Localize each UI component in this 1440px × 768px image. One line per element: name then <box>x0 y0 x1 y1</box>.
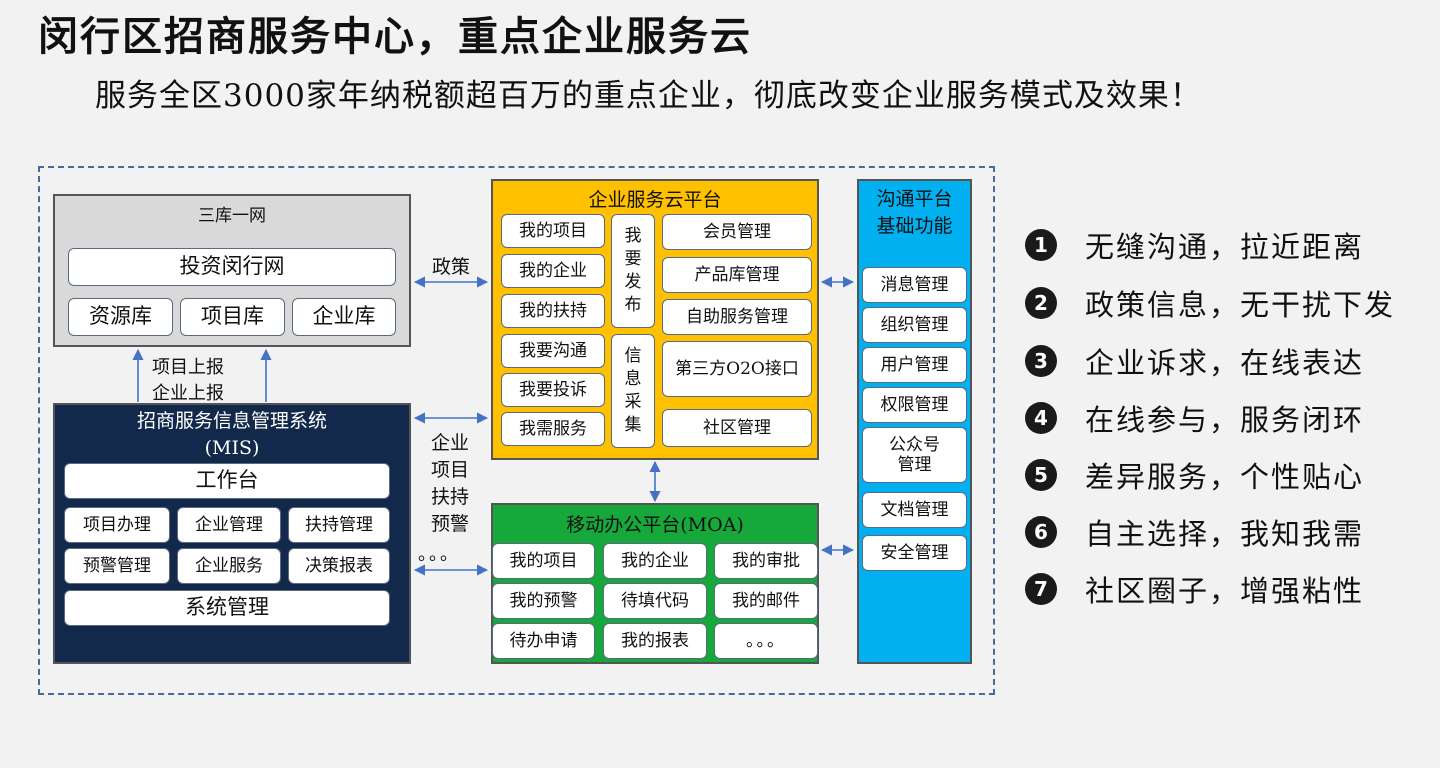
comm-item: 组织管理 <box>862 307 967 343</box>
cloud-left-item: 我的扶持 <box>501 294 605 328</box>
cloud-title: 企业服务云平台 <box>588 188 722 211</box>
cloud-left-item: 我的企业 <box>501 254 605 288</box>
collect-char: 信 <box>624 346 642 367</box>
comm-item: 用户管理 <box>862 347 967 383</box>
moa-item: 待填代码 <box>603 583 707 619</box>
comm-item: 权限管理 <box>862 387 967 423</box>
label-policy: 政策 <box>432 256 471 278</box>
moa-item: 我的预警 <box>492 583 595 619</box>
cloud-publish: 我 要 发 布 <box>611 214 655 328</box>
number-badge-icon: 6 <box>1025 516 1057 548</box>
feature-item: 2 政策信息，无干扰下发 <box>1025 282 1395 324</box>
moa-item: 我的审批 <box>714 543 818 579</box>
mis-system-management: 系统管理 <box>64 590 390 626</box>
publish-char: 布 <box>624 294 642 315</box>
cloud-o2o-label: 第三方O2O接口 <box>675 358 799 379</box>
comm-title-line1: 沟通平台 <box>876 188 953 211</box>
mis-title-line1: 招商服务信息管理系统 <box>136 410 327 433</box>
feature-text: 自主选择，我知我需 <box>1085 517 1365 551</box>
mis-item: 决策报表 <box>288 548 390 584</box>
publish-char: 要 <box>624 249 642 270</box>
number-badge-icon: 2 <box>1025 287 1057 319</box>
mis-item: 企业管理 <box>177 507 281 543</box>
sanku-title: 三库一网 <box>198 205 266 226</box>
cloud-left-item: 我要沟通 <box>501 334 605 368</box>
moa-title: 移动办公平台(MOA) <box>566 513 744 536</box>
moa-item: 我的邮件 <box>714 583 818 619</box>
mis-workbench: 工作台 <box>64 463 390 499</box>
cloud-left-item: 我要投诉 <box>501 373 605 407</box>
collect-char: 采 <box>624 392 642 412</box>
cloud-collect: 信 息 采 集 <box>611 334 655 448</box>
number-badge-icon: 5 <box>1025 459 1057 491</box>
cloud-left-item: 我的项目 <box>501 214 605 248</box>
cloud-right-item: 自助服务管理 <box>662 299 812 335</box>
feature-item: 6 自主选择，我知我需 <box>1025 511 1364 553</box>
mis-title-line2: (MIS) <box>204 437 260 459</box>
comm-item: 文档管理 <box>862 492 967 528</box>
feature-text: 政策信息，无干扰下发 <box>1085 288 1396 322</box>
cloud-left-item: 我需服务 <box>501 412 605 446</box>
comm-item: 公众号管理 <box>862 427 967 483</box>
label-line: 项目 <box>430 458 469 481</box>
page-title: 闵行区招商服务中心，重点企业服务云 <box>38 13 752 60</box>
feature-item: 4 在线参与，服务闭环 <box>1025 397 1364 439</box>
feature-text: 社区圈子，增强粘性 <box>1085 574 1365 608</box>
mis-title: 招商服务信息管理系统 (MIS) <box>53 407 411 463</box>
comm-item: 消息管理 <box>862 267 967 303</box>
cloud-right-item: 社区管理 <box>662 409 812 447</box>
comm-item: 安全管理 <box>862 535 967 571</box>
number-badge-icon: 7 <box>1025 573 1057 605</box>
cloud-right-item: 会员管理 <box>662 214 812 250</box>
label-enterprise-report: 企业上报 <box>152 383 224 404</box>
moa-item: 我的报表 <box>603 623 707 659</box>
page-subtitle: 服务全区3000家年纳税额超百万的重点企业，彻底改变企业服务模式及效果！ <box>95 78 1202 114</box>
mis-item: 项目办理 <box>64 507 170 543</box>
publish-char: 发 <box>624 272 642 292</box>
cloud-right-item: 产品库管理 <box>662 257 812 293</box>
mis-item: 扶持管理 <box>288 507 390 543</box>
comm-title-line2: 基础功能 <box>876 215 953 237</box>
mis-item: 预警管理 <box>64 548 170 584</box>
moa-item: 我的企业 <box>603 543 707 579</box>
feature-item: 1 无缝沟通，拉近距离 <box>1025 224 1364 266</box>
feature-text: 差异服务，个性贴心 <box>1085 460 1365 494</box>
feature-item: 3 企业诉求，在线表达 <box>1025 340 1364 382</box>
feature-text: 无缝沟通，拉近距离 <box>1085 230 1365 264</box>
label-line: 企业 <box>430 432 469 454</box>
label-line: 预警 <box>430 512 469 535</box>
feature-text: 在线参与，服务闭环 <box>1085 403 1365 437</box>
number-badge-icon: 4 <box>1025 402 1057 434</box>
comm-official-account-label: 公众号管理 <box>889 434 940 475</box>
moa-item: 我的项目 <box>492 543 595 579</box>
feature-item: 7 社区圈子，增强粘性 <box>1025 568 1364 610</box>
label-dots: 。。。 <box>418 544 460 565</box>
mis-item: 企业服务 <box>177 548 281 584</box>
moa-item: 。。。 <box>714 623 818 659</box>
label-project-report: 项目上报 <box>152 357 224 378</box>
investment-website: 投资闵行网 <box>68 248 396 286</box>
label-enterprise-project-support-warning: 企业 项目 扶持 预警 <box>420 430 480 538</box>
feature-item: 5 差异服务，个性贴心 <box>1025 454 1364 496</box>
number-badge-icon: 1 <box>1025 229 1057 261</box>
cloud-right-item: 第三方O2O接口 <box>662 341 812 397</box>
label-line: 扶持 <box>430 485 469 508</box>
project-db: 项目库 <box>180 298 285 336</box>
publish-char: 我 <box>624 226 642 247</box>
resource-db: 资源库 <box>68 298 173 336</box>
collect-char: 息 <box>624 369 642 390</box>
comm-title: 沟通平台 基础功能 <box>857 184 972 242</box>
enterprise-db: 企业库 <box>292 298 396 336</box>
diagram-frame <box>38 166 995 695</box>
number-badge-icon: 3 <box>1025 345 1057 377</box>
moa-item: 待办申请 <box>492 623 595 659</box>
feature-text: 企业诉求，在线表达 <box>1085 346 1365 380</box>
collect-char: 集 <box>624 414 642 435</box>
